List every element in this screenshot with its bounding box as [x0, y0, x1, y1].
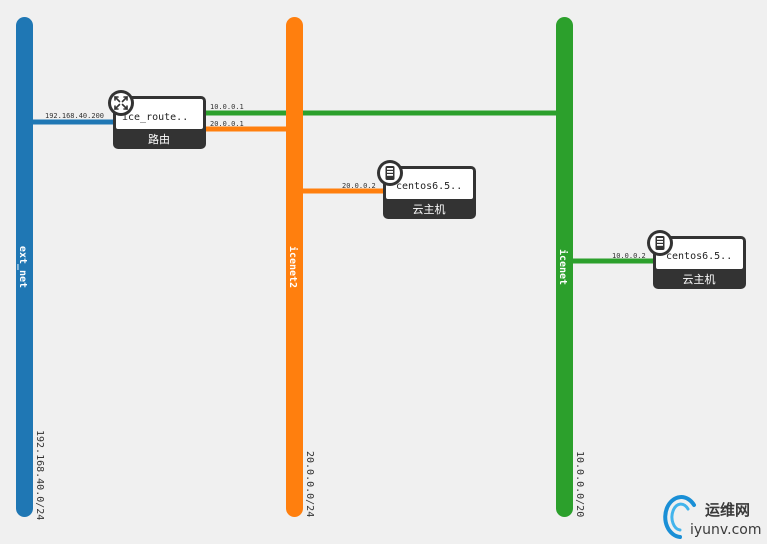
ip-label-router-ext: 192.168.40.200 — [45, 112, 104, 120]
network-icenet2[interactable]: icenet2 20.0.0.0/24 — [286, 17, 315, 517]
server-icon — [647, 230, 673, 256]
network-icenet[interactable]: icenet 10.0.0.0/20 — [556, 17, 585, 517]
ip-label-router-icenet2: 20.0.0.1 — [210, 120, 244, 128]
network-cidr: 10.0.0.0/20 — [574, 451, 585, 517]
device-type: 云主机 — [413, 202, 446, 216]
watermark-logo-icon — [663, 495, 696, 539]
network-cidr: 192.168.40.0/24 — [34, 430, 45, 520]
network-bar[interactable] — [556, 17, 573, 517]
device-name: centos6.5.. — [666, 251, 732, 262]
device-name-area — [116, 99, 203, 129]
network-cidr: 20.0.0.0/24 — [304, 451, 315, 517]
network-name: ext_net — [17, 246, 28, 288]
network-name: icenet — [557, 249, 569, 285]
ip-label-vm2: 10.0.0.2 — [612, 252, 646, 260]
device-vm1[interactable]: centos6.5.. 云主机 — [377, 160, 476, 219]
device-name-area — [386, 169, 473, 199]
network-name: icenet2 — [287, 246, 299, 288]
network-bar[interactable] — [286, 17, 303, 517]
device-type: 云主机 — [683, 272, 716, 286]
router-icon — [108, 90, 134, 116]
server-icon — [377, 160, 403, 186]
watermark-cn: 运维网 — [705, 501, 750, 519]
watermark: 运维网 iyunv.com — [663, 495, 761, 539]
device-name-area — [656, 239, 743, 269]
ip-label-vm1: 20.0.0.2 — [342, 182, 376, 190]
device-type: 路由 — [148, 132, 170, 146]
device-name: centos6.5.. — [396, 181, 462, 192]
device-name: ice_route.. — [122, 112, 188, 123]
device-vm2[interactable]: centos6.5.. 云主机 — [647, 230, 746, 289]
watermark-en: iyunv.com — [690, 522, 761, 538]
network-bar[interactable] — [16, 17, 33, 517]
ip-label-router-icenet: 10.0.0.1 — [210, 103, 244, 111]
network-ext-net[interactable]: ext_net 192.168.40.0/24 — [16, 17, 45, 520]
device-router[interactable]: ice_route.. 路由 — [108, 90, 206, 149]
